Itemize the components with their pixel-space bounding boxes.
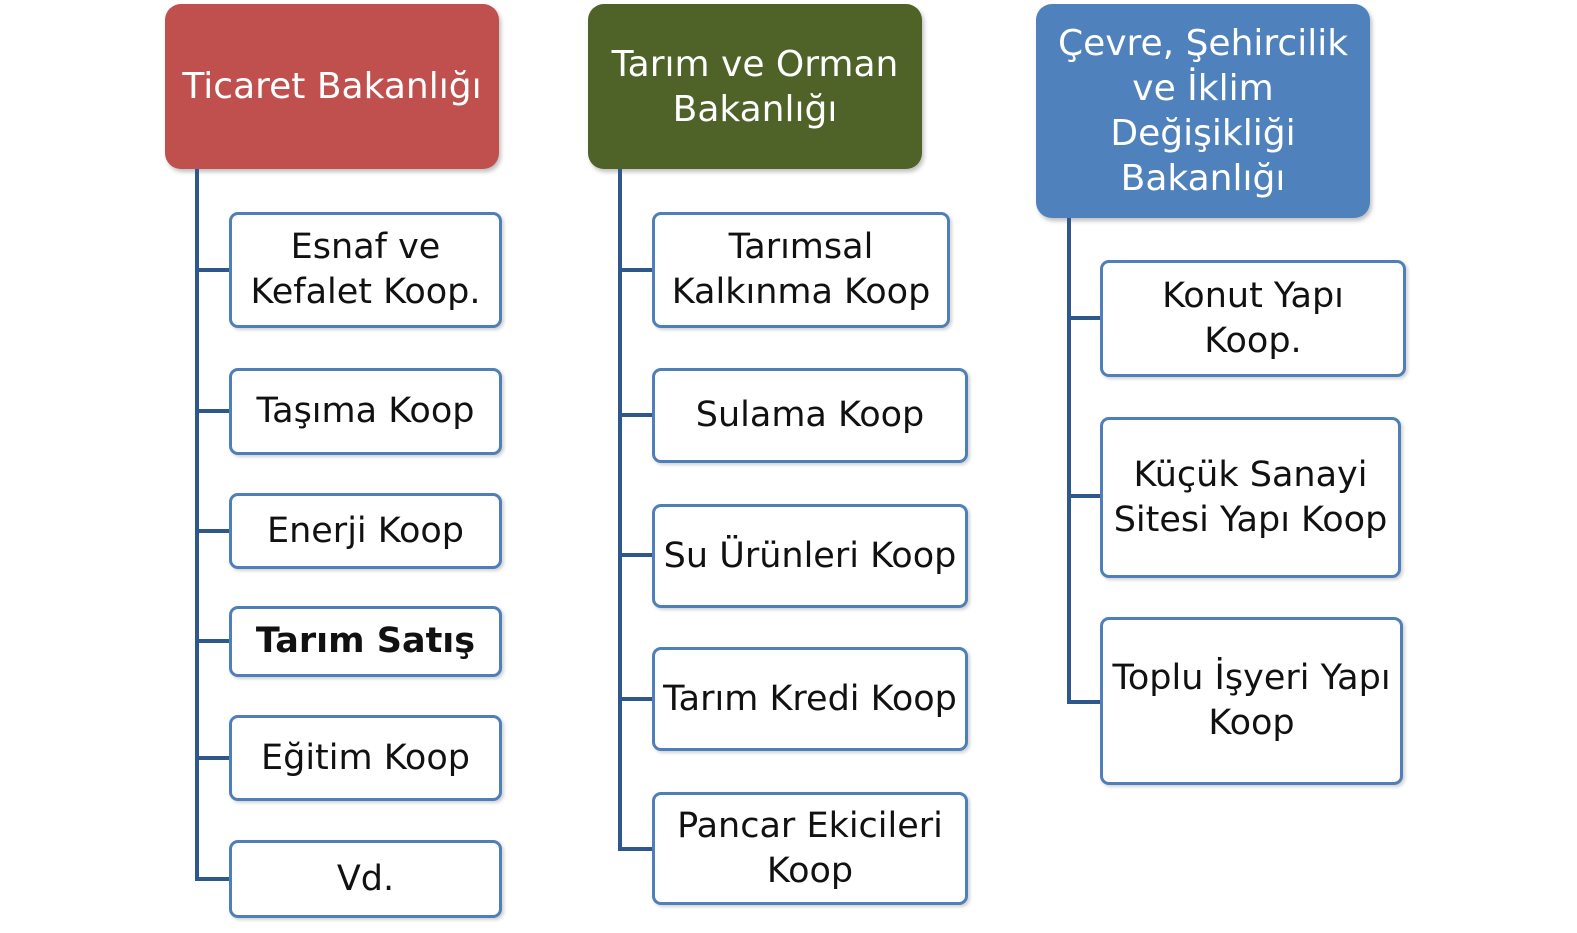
node-enerji-koop: Enerji Koop xyxy=(229,493,502,569)
connector-branch xyxy=(618,268,654,272)
node-label: Esnaf ve Kefalet Koop. xyxy=(250,227,481,312)
node-label: Tarım Kredi Koop xyxy=(663,678,957,719)
connector-branch xyxy=(195,639,231,643)
node-label: Tarım Satış xyxy=(255,621,476,661)
node-label: Su Ürünleri Koop xyxy=(663,535,957,576)
node-tarim-kredi-koop: Tarım Kredi Koop xyxy=(652,647,968,751)
header-label: Ticaret Bakanlığı xyxy=(182,66,482,107)
node-label: Vd. xyxy=(336,858,395,899)
connector-trunk xyxy=(195,169,199,881)
header-cevre-sehircilik-bakanligi: Çevre, Şehircilik ve İklim Değişikliği B… xyxy=(1036,4,1370,218)
connector-branch xyxy=(195,268,231,272)
connector-branch xyxy=(195,529,231,533)
connector-trunk xyxy=(618,169,622,851)
node-sulama-koop: Sulama Koop xyxy=(652,368,968,463)
header-label: Çevre, Şehircilik ve İklim Değişikliği B… xyxy=(1057,23,1349,199)
node-label: Pancar Ekicileri Koop xyxy=(677,805,943,891)
node-label: Konut Yapı Koop. xyxy=(1162,275,1344,361)
connector-branch xyxy=(1067,316,1103,320)
node-label: Eğitim Koop xyxy=(261,737,470,778)
connector-branch xyxy=(195,877,231,881)
header-ticaret-bakanligi: Ticaret Bakanlığı xyxy=(165,4,499,169)
node-label: Taşıma Koop xyxy=(256,391,475,431)
node-label: Sulama Koop xyxy=(695,395,925,435)
node-tarimsal-kalkinma-koop: Tarımsal Kalkınma Koop xyxy=(652,212,950,328)
node-label: Enerji Koop xyxy=(266,510,465,551)
header-label: Tarım ve Orman Bakanlığı xyxy=(611,43,899,130)
connector-branch xyxy=(1067,494,1103,498)
header-tarim-orman-bakanligi: Tarım ve Orman Bakanlığı xyxy=(588,4,922,169)
connector-branch xyxy=(618,847,654,851)
node-pancar-ekicileri-koop: Pancar Ekicileri Koop xyxy=(652,792,968,905)
node-label: Tarımsal Kalkınma Koop xyxy=(671,227,931,312)
connector-branch xyxy=(195,756,231,760)
connector-branch xyxy=(195,409,231,413)
node-esnaf-kefalet-koop: Esnaf ve Kefalet Koop. xyxy=(229,212,502,328)
connector-branch xyxy=(618,553,654,557)
node-label: Küçük Sanayi Sitesi Yapı Koop xyxy=(1113,454,1388,540)
node-tasima-koop: Taşıma Koop xyxy=(229,368,502,455)
connector-branch xyxy=(618,413,654,417)
node-tarim-satis: Tarım Satış xyxy=(229,606,502,677)
connector-branch xyxy=(618,697,654,701)
node-label: Toplu İşyeri Yapı Koop xyxy=(1112,658,1391,743)
node-su-urunleri-koop: Su Ürünleri Koop xyxy=(652,504,968,608)
connector-trunk xyxy=(1067,218,1071,704)
node-konut-yapi-koop: Konut Yapı Koop. xyxy=(1100,260,1406,377)
node-egitim-koop: Eğitim Koop xyxy=(229,715,502,801)
node-kucuk-sanayi-sitesi-yapi-koop: Küçük Sanayi Sitesi Yapı Koop xyxy=(1100,417,1401,578)
node-toplu-isyeri-yapi-koop: Toplu İşyeri Yapı Koop xyxy=(1100,617,1403,785)
connector-branch xyxy=(1067,700,1103,704)
node-vd: Vd. xyxy=(229,840,502,918)
